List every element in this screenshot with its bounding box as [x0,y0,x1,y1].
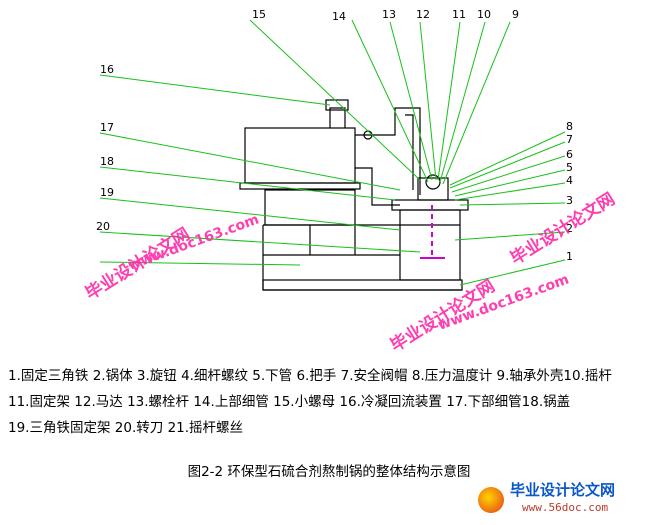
callout-14: 14 [332,10,346,23]
callout-11: 11 [452,8,466,21]
legend-item: 13.螺栓杆 [127,394,190,410]
logo-url: www.56doc.com [522,501,609,514]
legend-item: 11.固定架 [8,394,70,410]
legend-item: 3.旋钮 [136,368,177,384]
legend-item: 2.锅体 [92,368,133,384]
legend-item: 6.把手 [296,368,337,384]
legend-item: 20.转刀 [114,420,164,436]
callout-13: 13 [382,8,396,21]
legend-item: 19.三角铁固定架 [8,420,111,436]
watermarks: 毕业设计论文网 www.doc163.com 毕业设计论文网 www.doc16… [82,188,619,350]
callout-2: 2 [566,222,573,235]
legend-item: 15.小螺母 [273,394,336,410]
figure-caption: 图2-2 环保型石硫合剂熬制锅的整体结构示意图 [187,464,471,480]
legend-item: 5.下管 [252,368,293,384]
callout-18: 18 [100,155,114,168]
legend-item: 7.安全阀帽 [340,368,408,384]
callout-10: 10 [477,8,491,21]
leader-lines [99,19,566,286]
callout-8: 8 [566,120,573,133]
callout-1: 1 [566,250,573,263]
parts-legend: 1.固定三角铁 2.锅体 3.旋钮 4.细杆螺纹 5.下管 6.把手 7.安全阀… [8,363,648,441]
callout-labels: 15 14 13 12 11 10 9 16 17 18 19 20 8 7 6… [96,8,573,263]
legend-item: 4.细杆螺纹 [181,368,248,384]
callout-7: 7 [566,133,573,146]
legend-item: 9.轴承外壳10.摇杆 [496,368,612,384]
callout-20: 20 [96,220,110,233]
callout-16: 16 [100,63,114,76]
logo-title: 毕业设计论文网 [510,481,616,499]
callout-3: 3 [566,194,573,207]
legend-item: 16.冷凝回流装置 [339,394,442,410]
legend-item: 17.下部细管18.锅盖 [446,394,571,410]
legend-item: 21.摇杆螺丝 [167,420,244,436]
callout-9: 9 [512,8,519,21]
callout-4: 4 [566,174,573,187]
callout-17: 17 [100,121,114,134]
callout-5: 5 [566,161,573,174]
structure-diagram: 15 14 13 12 11 10 9 16 17 18 19 20 8 7 6… [82,8,619,350]
callout-19: 19 [100,186,114,199]
callout-15: 15 [252,8,266,21]
callout-6: 6 [566,148,573,161]
legend-item: 12.马达 [74,394,123,410]
legend-item: 8.压力温度计 [411,368,493,384]
logo-emblem-icon [478,487,504,513]
legend-item: 14.上部细管 [193,394,269,410]
watermark-title-3: 毕业设计论文网 [507,188,619,269]
callout-12: 12 [416,8,430,21]
legend-item: 1.固定三角铁 [8,368,89,384]
site-logo: 毕业设计论文网 www.56doc.com [478,479,648,519]
